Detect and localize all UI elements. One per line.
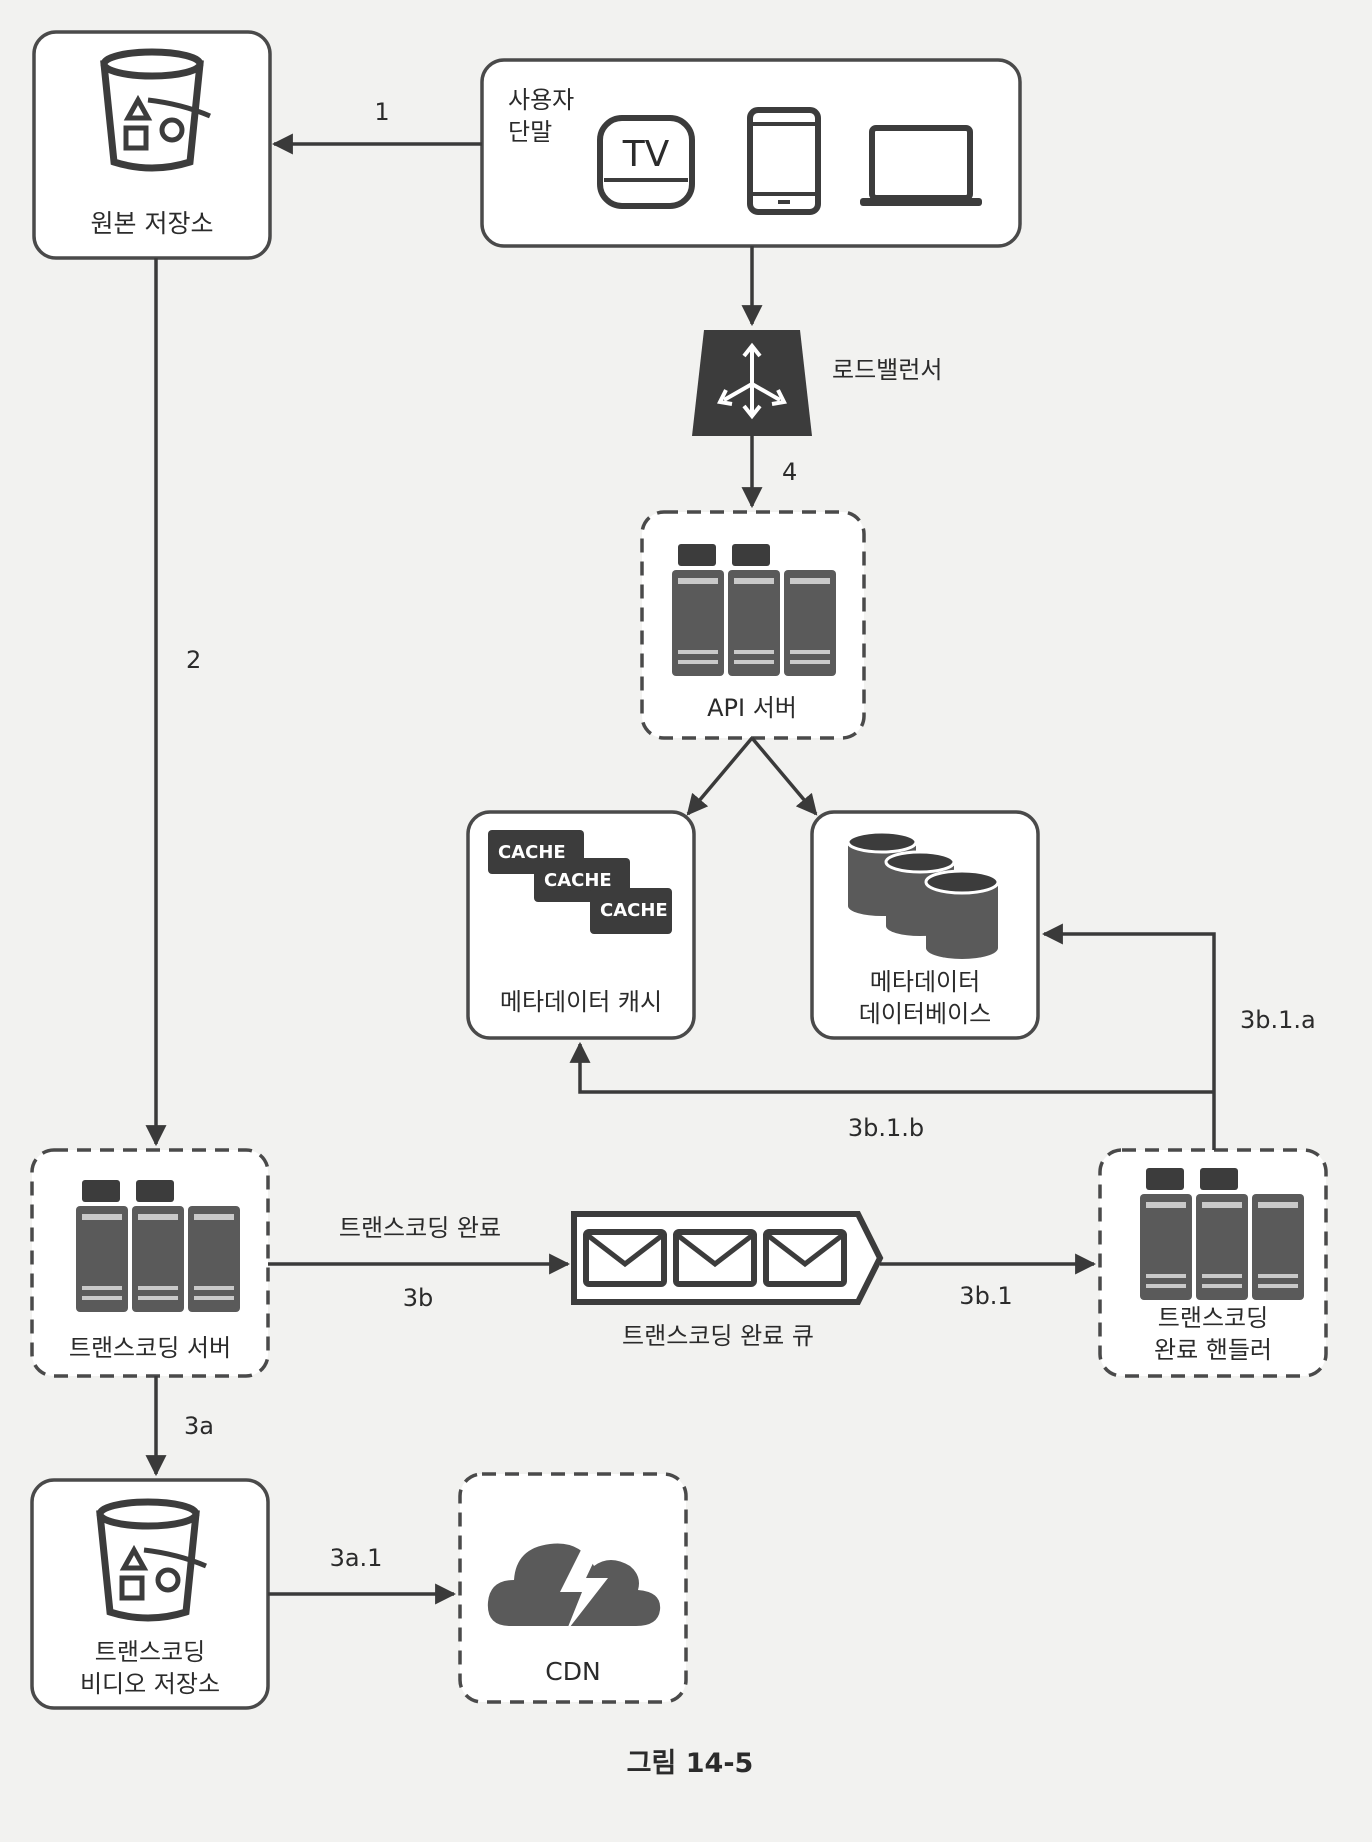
origin-storage-node: 원본 저장소 (32, 30, 272, 260)
load-balancer-arrows-icon (717, 342, 787, 420)
cache-label-2: CACHE (544, 870, 612, 891)
edge-3b-top-label: 트랜스코딩 완료 (339, 1214, 501, 1242)
api-server-node: API 서버 (640, 510, 866, 740)
edge-3a1-label: 3a.1 (330, 1544, 383, 1572)
envelope-icon (583, 1229, 667, 1287)
edge-4-label: 4 (782, 458, 797, 486)
figure-caption: 그림 14-5 (627, 1748, 754, 1779)
database-icon (846, 830, 1000, 959)
transcoding-server-label: 트랜스코딩 서버 (69, 1334, 231, 1362)
edge-3b1a-label: 3b.1.a (1240, 1006, 1316, 1034)
load-balancer-label: 로드밸런서 (832, 356, 942, 384)
edge-api-to-db (750, 736, 818, 816)
origin-storage-label: 원본 저장소 (91, 209, 214, 238)
tv-icon: TV (597, 115, 695, 209)
edges: 1 4 2 트랜스코딩 완료 3b 3b.1 3b.1.a 3b.1.b 3a … (145, 98, 1316, 1605)
envelope-icon (673, 1229, 757, 1287)
phone-icon (747, 107, 821, 215)
user-devices-node: 사용자 단말 TV (480, 58, 1022, 248)
completion-queue-label: 트랜스코딩 완료 큐 (622, 1322, 814, 1350)
edge-1-label: 1 (374, 98, 389, 126)
metadata-cache-label: 메타데이터 캐시 (500, 988, 662, 1016)
edge-2-label: 2 (186, 646, 201, 674)
transcoding-server-node: 트랜스코딩 서버 (30, 1148, 270, 1378)
transcoded-storage-label-line1: 트랜스코딩 (95, 1638, 205, 1666)
laptop-icon (860, 125, 982, 206)
edge-3b1a (1041, 923, 1216, 1150)
bucket-icon (104, 52, 210, 168)
tv-icon-text: TV (622, 134, 670, 175)
transcoded-storage-label-line2: 비디오 저장소 (80, 1670, 220, 1698)
load-balancer-node: 로드밸런서 (692, 330, 942, 436)
user-devices-label-line1: 사용자 (508, 86, 574, 114)
edge-3b1b-label: 3b.1.b (848, 1114, 924, 1142)
edge-3b1-label: 3b.1 (959, 1282, 1012, 1310)
transcoded-storage-node: 트랜스코딩 비디오 저장소 (30, 1478, 270, 1710)
bucket-icon (100, 1502, 206, 1618)
metadata-cache-node: CACHE CACHE CACHE 메타데이터 캐시 (466, 810, 696, 1040)
completion-handler-label-line2: 완료 핸들러 (1154, 1336, 1272, 1364)
cache-label-1: CACHE (498, 842, 566, 863)
cache-label-3: CACHE (600, 900, 668, 921)
cloud-lightning-icon (487, 1540, 661, 1632)
completion-handler-node: 트랜스코딩 완료 핸들러 (1098, 1148, 1328, 1378)
cdn-node: CDN (458, 1472, 688, 1704)
cdn-label: CDN (545, 1657, 600, 1686)
envelope-icon (763, 1229, 847, 1287)
completion-handler-label-line1: 트랜스코딩 (1158, 1304, 1268, 1332)
cache-icon: CACHE CACHE CACHE (488, 830, 672, 934)
edge-3b1b (569, 1041, 1214, 1094)
metadata-db-label-line1: 메타데이터 (870, 968, 980, 996)
edge-3b-label: 3b (403, 1284, 434, 1312)
metadata-db-node: 메타데이터 데이터베이스 (810, 810, 1040, 1040)
metadata-db-label-line2: 데이터베이스 (859, 1000, 991, 1028)
user-devices-label-line2: 단말 (508, 118, 552, 146)
api-server-label: API 서버 (707, 694, 797, 722)
completion-queue-node: 트랜스코딩 완료 큐 (571, 1211, 884, 1350)
edge-api-to-cache (686, 736, 754, 816)
edge-3a-label: 3a (184, 1412, 214, 1440)
